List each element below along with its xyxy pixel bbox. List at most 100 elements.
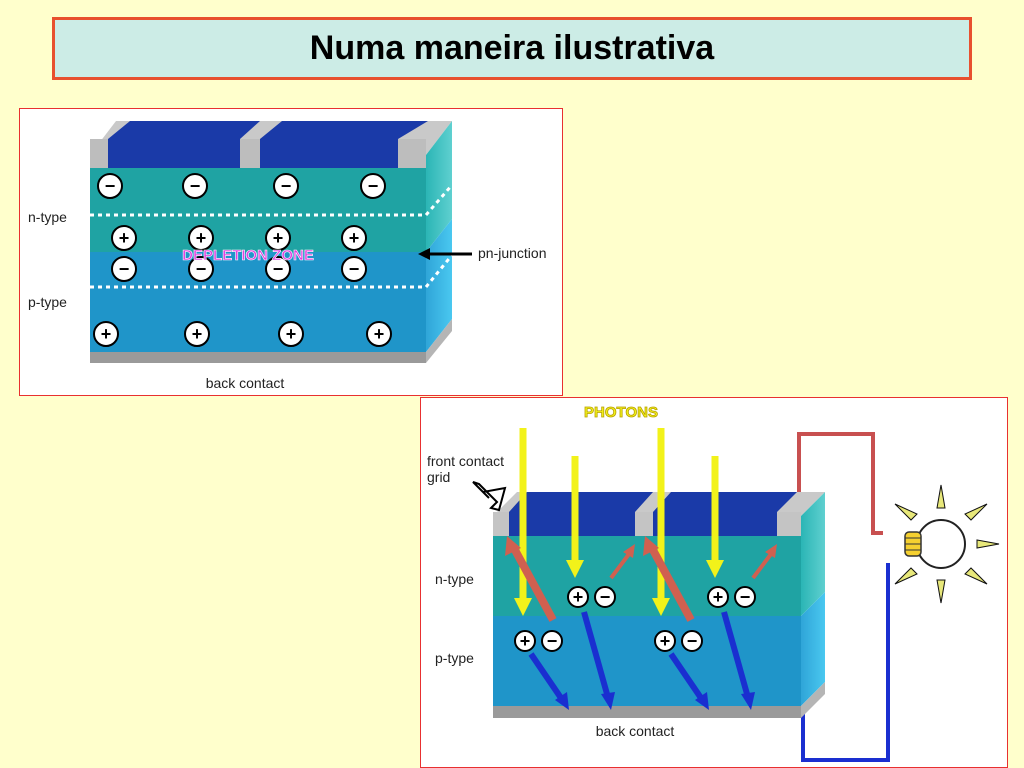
pn-junction-label: pn-junction — [478, 245, 547, 261]
plus-sign: + — [196, 228, 207, 248]
plus-sign: + — [374, 324, 385, 344]
electron-symbol — [265, 256, 291, 282]
contact-gap — [90, 139, 108, 168]
minus-sign: − — [547, 631, 558, 651]
minus-sign: − — [273, 259, 284, 279]
electron-arrow — [581, 611, 610, 695]
front-contact-label: front contact — [427, 453, 504, 469]
hole-symbol — [341, 225, 367, 251]
top-contact-right — [260, 121, 428, 168]
p-layer — [493, 616, 801, 706]
hole-symbol — [514, 630, 536, 652]
depletion-zone-svg: − − − − + + + + − − − − — [28, 121, 547, 391]
electron-arrow-head — [601, 692, 615, 710]
n-type-label: n-type — [435, 571, 474, 587]
hole-symbol — [707, 586, 729, 608]
photon-arrow-head — [514, 598, 532, 616]
minus-sign: − — [687, 631, 698, 651]
electron-symbol — [734, 586, 756, 608]
minus-sign: − — [349, 259, 360, 279]
n-type-label: n-type — [28, 209, 67, 225]
n-side-face — [801, 492, 825, 616]
back-contact-side — [801, 682, 825, 718]
hole-arrow-head — [623, 544, 635, 558]
back-contact-label: back contact — [596, 723, 675, 739]
electron-symbol — [360, 173, 386, 199]
electron-arrow-head — [555, 692, 569, 710]
front-contact-grid-label: grid — [427, 469, 450, 485]
electron-symbol — [273, 173, 299, 199]
plus-sign: + — [713, 587, 724, 607]
hole-arrow-head — [505, 536, 521, 556]
minus-sign: − — [281, 176, 292, 196]
minus-sign: − — [740, 587, 751, 607]
p-side-face — [426, 219, 452, 352]
charge-pairs: + − + − + − + − — [514, 586, 756, 652]
back-contact-side — [426, 319, 452, 363]
electron-arrow — [668, 652, 704, 700]
hole-symbol — [654, 630, 676, 652]
electron-symbol — [182, 173, 208, 199]
hole-symbol — [278, 321, 304, 347]
back-contact-label: back contact — [206, 375, 285, 391]
photovoltaic-diagram: + − + − + − + − — [420, 397, 1008, 768]
hole-symbol — [111, 225, 137, 251]
photon-arrow-head — [652, 598, 670, 616]
plus-sign: + — [273, 228, 284, 248]
photons-label: PHOTONS — [584, 404, 658, 421]
depletion-zone-label: DEPLETION ZONE — [182, 247, 314, 264]
electron-symbol — [341, 256, 367, 282]
hole-arrow — [609, 552, 631, 580]
minus-sign: − — [190, 176, 201, 196]
top-contact-right — [653, 492, 797, 536]
top-contact-left — [108, 121, 260, 168]
wire-blue — [801, 563, 890, 762]
depletion-zone-diagram: − − − − + + + + − − − − — [19, 108, 563, 396]
hole-arrow — [511, 548, 557, 622]
hole-arrow-head — [765, 544, 777, 558]
back-contact-layer — [493, 706, 801, 718]
plus-sign: + — [349, 228, 360, 248]
plus-sign: + — [660, 631, 671, 651]
hole-symbol — [184, 321, 210, 347]
hole-arrow-head — [643, 536, 659, 556]
plus-sign: + — [101, 324, 112, 344]
electron-arrow — [528, 652, 564, 700]
electron-arrow — [721, 611, 750, 695]
hole-symbol — [188, 225, 214, 251]
depletion-hole-row: + + + + — [111, 225, 367, 251]
plus-sign: + — [192, 324, 203, 344]
front-contact-grid-segment — [635, 512, 653, 536]
plus-sign: + — [286, 324, 297, 344]
depletion-boundary-top-side — [424, 184, 454, 216]
electron-symbol — [681, 630, 703, 652]
depletion-electron-row: − − − − — [111, 256, 367, 282]
electron-arrows — [528, 611, 755, 710]
slide-title: Numa maneira ilustrativa — [309, 29, 715, 67]
photon-arrow-head — [566, 560, 584, 578]
light-bulb-icon — [894, 484, 1000, 604]
electron-symbol — [188, 256, 214, 282]
plus-sign: + — [520, 631, 531, 651]
front-contact-pointer-icon — [472, 481, 507, 512]
hole-charge-row: + + + + — [93, 321, 392, 347]
minus-sign: − — [105, 176, 116, 196]
top-contact-left — [509, 492, 653, 536]
front-contact-grid-segment — [493, 512, 509, 536]
p-type-label: p-type — [28, 294, 67, 310]
hole-arrow — [751, 552, 773, 580]
arrow-head-icon — [418, 248, 430, 260]
contact-gap — [398, 139, 426, 168]
title-box: Numa maneira ilustrativa — [52, 17, 972, 80]
hole-symbol — [93, 321, 119, 347]
electron-arrow-head — [695, 692, 709, 710]
hole-arrows — [505, 536, 777, 622]
photovoltaic-svg: + − + − + − + − — [427, 404, 1000, 762]
electron-symbol — [541, 630, 563, 652]
n-side-face — [426, 121, 452, 252]
electron-arrow-head — [741, 692, 755, 710]
minus-sign: − — [368, 176, 379, 196]
minus-sign: − — [600, 587, 611, 607]
minus-sign: − — [196, 259, 207, 279]
front-contact-grid-segment — [777, 512, 801, 536]
